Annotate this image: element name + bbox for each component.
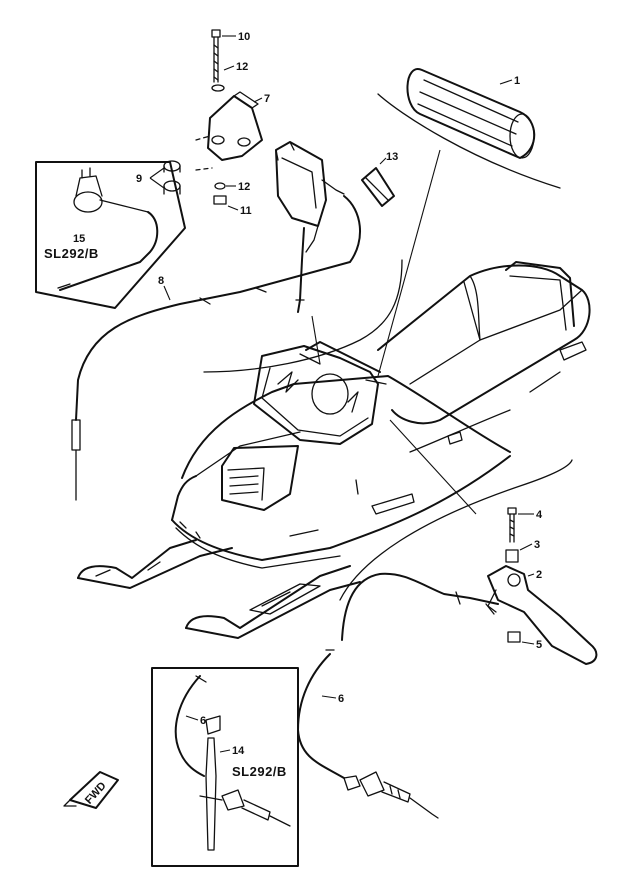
callout-3: 3 — [534, 539, 540, 551]
leader-to-handlebar-left — [311, 315, 321, 365]
model-code-bottom: SL292/B — [232, 764, 287, 779]
snowmobile — [77, 261, 591, 639]
section-boundary-mid — [339, 459, 573, 601]
callout-6-main: 6 — [338, 693, 344, 705]
callout-8: 8 — [158, 275, 164, 287]
callout-2: 2 — [536, 569, 542, 581]
throttle-cable: 8 — [71, 195, 362, 501]
callout-11: 11 — [240, 205, 252, 217]
brake-lever-group: 4 3 2 5 — [487, 507, 598, 665]
inset-bottom: 6 14 SL292/B — [151, 667, 299, 867]
brake-cable: 6 — [297, 572, 499, 819]
front-direction-marker: FWD — [63, 771, 119, 809]
throttle-bracket-group: 10 12 7 9 12 11 — [136, 29, 270, 217]
callout-7: 7 — [264, 93, 270, 105]
callout-15: 15 — [73, 233, 85, 245]
callout-14: 14 — [232, 745, 245, 757]
callout-4: 4 — [536, 509, 543, 521]
model-code-top: SL292/B — [44, 246, 99, 261]
hand-grip: 1 — [377, 68, 561, 189]
callout-13: 13 — [386, 151, 398, 163]
callout-9: 9 — [136, 173, 142, 185]
callout-6-inset: 6 — [200, 715, 206, 727]
callout-12-top: 12 — [236, 61, 248, 73]
callout-5: 5 — [536, 639, 542, 651]
callout-12-lower: 12 — [238, 181, 250, 193]
throttle-housing — [275, 141, 345, 313]
section-boundary-top — [203, 259, 403, 373]
leader-to-handlebar-right — [377, 149, 441, 377]
leader-to-brake — [389, 419, 477, 515]
inset-top-left: 15 SL292/B — [35, 161, 186, 309]
spring-clip: 13 — [361, 151, 398, 207]
callout-10: 10 — [238, 31, 250, 43]
callout-1: 1 — [514, 75, 520, 87]
